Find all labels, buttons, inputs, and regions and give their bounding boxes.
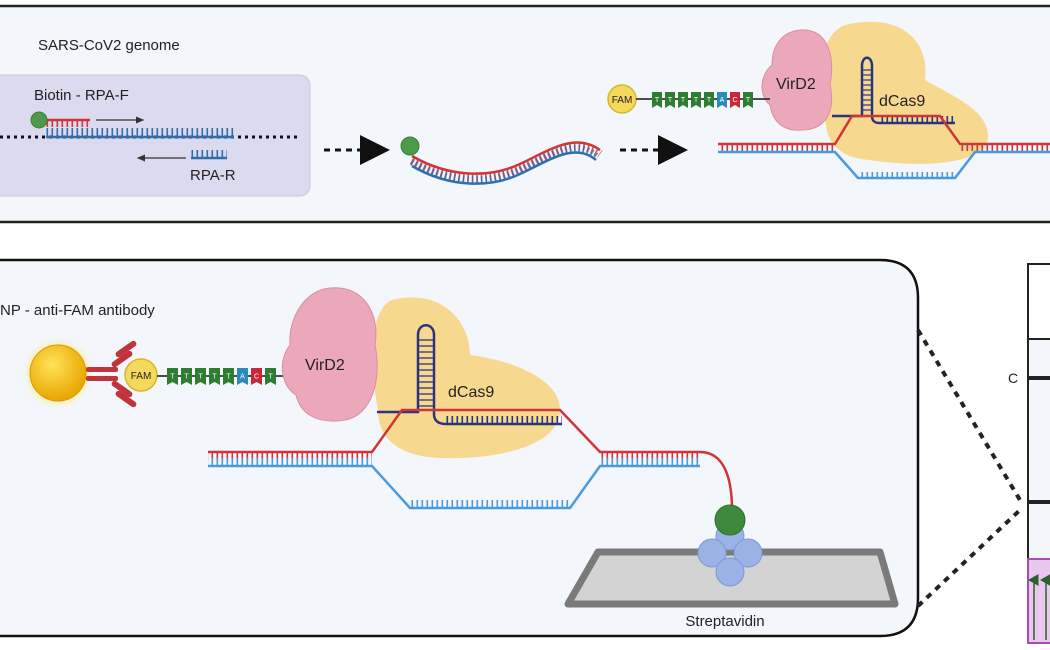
base-letter: A (720, 97, 725, 104)
sgrna-guide-ticks (880, 116, 955, 123)
base-letter: T (170, 374, 175, 381)
base-t-icon (223, 368, 234, 385)
hairpin-rungs (862, 69, 872, 111)
base-letter: T (226, 374, 231, 381)
forward-primer-ticks (44, 120, 90, 127)
base-t-icon (181, 368, 192, 385)
blue-loop-ticks (858, 172, 955, 178)
dcas9-label: dCas9 (448, 384, 494, 401)
fam-icon (124, 358, 158, 392)
base-t-icon (652, 92, 662, 108)
blue-ticks (600, 458, 700, 466)
base-letter: T (198, 374, 203, 381)
biotinylated-amplicon (400, 136, 603, 185)
rpa-inset: Biotin - RPA-F RPA-R (0, 74, 311, 197)
gold-nanoparticle-icon (29, 344, 87, 402)
base-letter: T (668, 97, 673, 104)
base-letter: T (655, 97, 660, 104)
base-t-icon (743, 92, 753, 108)
red-ticks (600, 453, 700, 461)
base-letter: T (681, 97, 686, 104)
base-a-icon (237, 368, 248, 385)
base-letter: T (212, 374, 217, 381)
absorbent-pad (1027, 263, 1050, 340)
base-t-icon (678, 92, 688, 108)
biotin-icon (400, 136, 420, 156)
zoom-connector-lower (916, 508, 1022, 608)
blue-loop-ticks (410, 500, 570, 508)
base-letter: T (184, 374, 189, 381)
blue-ticks (208, 458, 372, 466)
fam-label: FAM (131, 371, 152, 382)
reverse-primer-ticks (191, 150, 227, 157)
base-letter: T (707, 97, 712, 104)
target-strand-red (208, 408, 734, 511)
nanoparticle-title: NP - anti-FAM antibody (0, 302, 155, 319)
panel-top: SARS-CoV2 genome Biotin - RPA-F RPA-R (0, 4, 1050, 224)
base-letter: T (268, 374, 273, 381)
sgrna-guide-ticks (446, 416, 562, 424)
base-t-icon (704, 92, 714, 108)
control-line-label: C (1008, 370, 1018, 386)
base-t-icon (167, 368, 178, 385)
virD2-protein (761, 29, 833, 131)
sgrna-hairpin (832, 56, 955, 125)
base-letter: C (254, 374, 259, 381)
anti-fam-antibody-icon (86, 340, 137, 408)
amplicon-blue-strand (411, 151, 597, 185)
sgrna-hairpin (377, 324, 562, 426)
base-c-icon (730, 92, 740, 108)
base-t-icon (265, 368, 276, 385)
reverse-primer-label: RPA-R (190, 167, 236, 184)
red-ticks (718, 145, 835, 151)
streptavidin-label: Streptavidin (685, 613, 764, 630)
base-letter: T (746, 97, 751, 104)
base-t-icon (195, 368, 206, 385)
base-t-icon (691, 92, 701, 108)
virD2-label: VirD2 (776, 76, 816, 93)
base-t-icon (209, 368, 220, 385)
forward-primer-label: Biotin - RPA-F (34, 87, 129, 104)
biotin-icon (714, 504, 746, 536)
virD2-protein (281, 287, 378, 422)
hairpin-rungs (418, 339, 434, 407)
red-ticks (208, 453, 372, 461)
fam-label: FAM (612, 95, 633, 106)
base-c-icon (251, 368, 262, 385)
dcas9-label: dCas9 (879, 93, 925, 110)
amplicon-red-strand (411, 141, 601, 175)
amplicon-blue-ticks (410, 144, 599, 184)
lateral-flow-strip: C (1008, 263, 1050, 644)
virD2-label: VirD2 (305, 357, 345, 374)
red-ticks (960, 145, 1050, 151)
target-strand-red (718, 114, 1050, 146)
base-a-icon (717, 92, 727, 108)
base-letter: A (240, 374, 245, 381)
zoom-connector-upper (916, 328, 1022, 502)
biotin-icon (30, 111, 48, 129)
base-letter: T (694, 97, 699, 104)
base-t-icon (665, 92, 675, 108)
panel-bottom: NP - anti-FAM antibody FAM T T T T T A C T VirD… (0, 258, 920, 638)
template-strand-ticks (46, 128, 234, 136)
genome-title: SARS-CoV2 genome (38, 37, 180, 54)
base-letter: C (732, 97, 737, 104)
